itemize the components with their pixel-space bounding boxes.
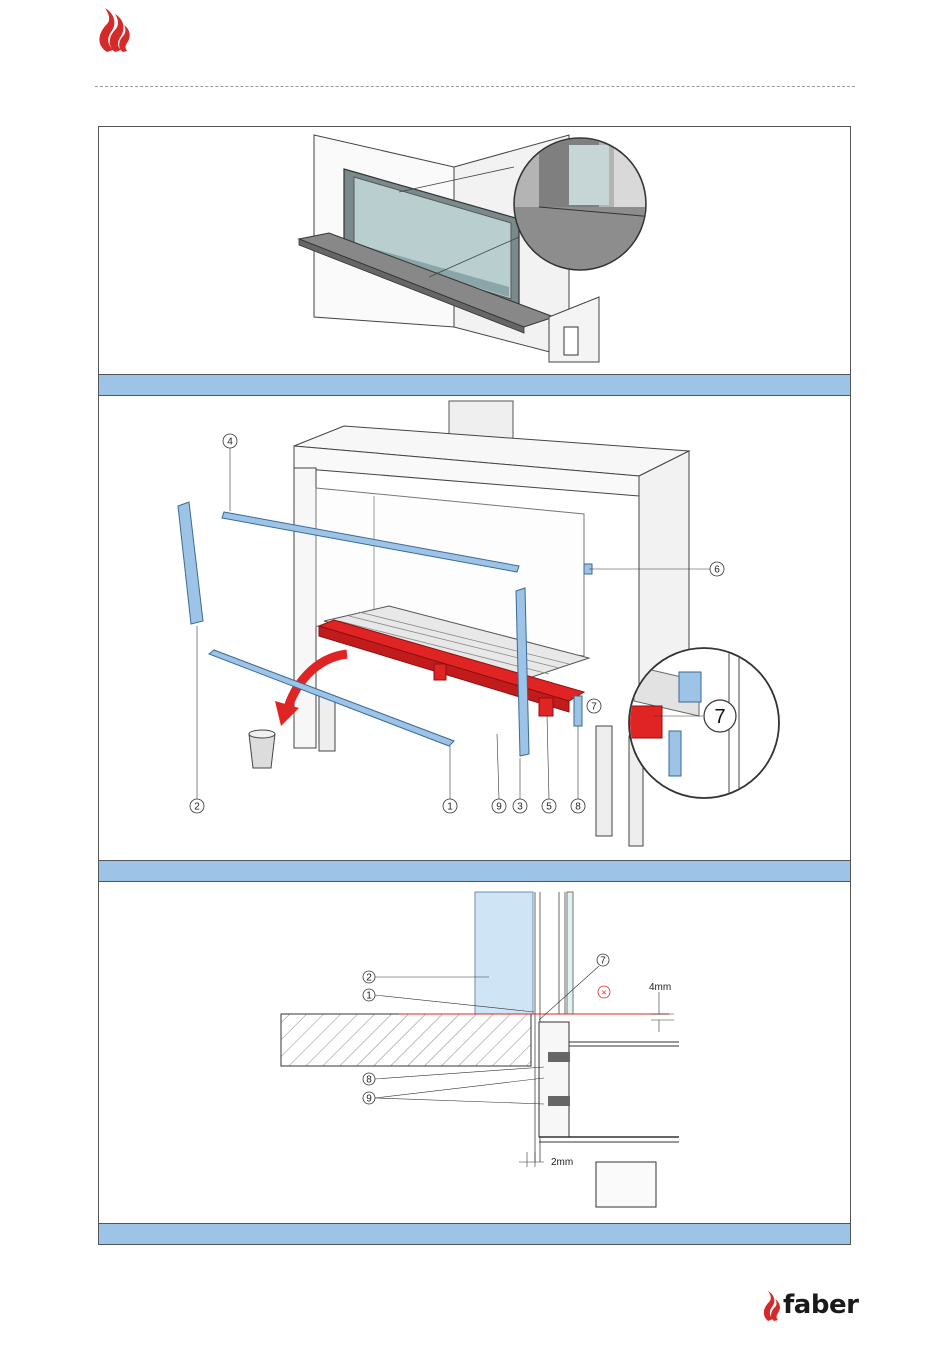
figure-3-illustration: × 2 1 7 8 9 4mm 2mm (99, 882, 850, 1224)
figure-1-caption-bar (99, 374, 850, 395)
callout-3: 3 (517, 802, 523, 813)
figure-2-caption-bar (99, 860, 850, 881)
figure-1-frame (98, 126, 851, 396)
brand-name: faber (783, 1290, 858, 1320)
callout-6: 6 (714, 565, 720, 576)
figure-3-caption-bar (99, 1223, 850, 1244)
flame-icon (93, 6, 133, 54)
section-callout-1: 1 (366, 991, 372, 1002)
callout-2: 2 (194, 802, 200, 813)
section-callout-7: 7 (600, 956, 606, 967)
figure-2-illustration: 4 6 7 2 1 9 3 5 8 7 (99, 396, 850, 861)
cross-mark: × (601, 988, 606, 998)
figure-3-frame: × 2 1 7 8 9 4mm 2mm (98, 881, 851, 1245)
section-callout-2: 2 (366, 973, 372, 984)
callout-1: 1 (447, 802, 453, 813)
section-callout-8: 8 (366, 1075, 372, 1086)
header-divider (95, 86, 855, 87)
section-callout-9: 9 (366, 1094, 372, 1105)
callout-5: 5 (546, 802, 552, 813)
callout-7: 7 (591, 702, 597, 713)
dimension-4mm: 4mm (649, 982, 671, 993)
flame-icon (760, 1290, 782, 1322)
zoom-callout-7: 7 (714, 706, 725, 728)
figure-2-frame: 4 6 7 2 1 9 3 5 8 7 (98, 395, 851, 882)
callout-4: 4 (227, 437, 233, 448)
dimension-2mm: 2mm (551, 1157, 573, 1168)
callout-8: 8 (575, 802, 581, 813)
callout-9: 9 (496, 802, 502, 813)
figure-1-illustration (99, 127, 850, 375)
